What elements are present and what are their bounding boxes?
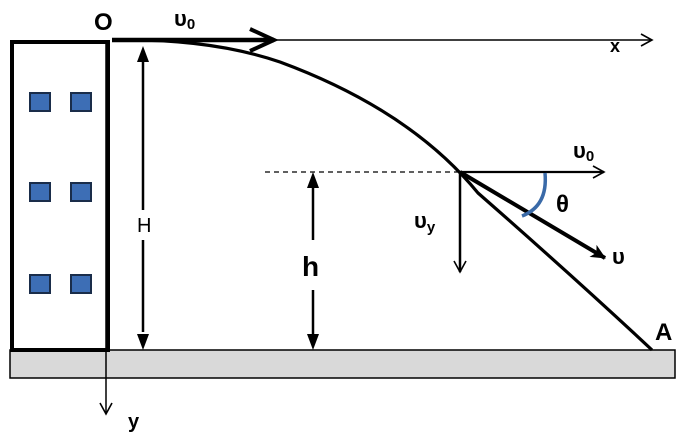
window [70,274,92,294]
window [29,274,51,294]
origin-label: O [94,9,113,36]
initial-velocity-label: υ0 [174,6,195,33]
ground [9,349,676,379]
total-height-label: H [137,215,151,237]
horizontal-velocity-label: υ0 [573,138,594,165]
height-label: h [302,251,319,282]
resultant-velocity-label: υ [612,244,625,269]
landing-point-label: A [655,319,672,346]
x-axis-label: x [610,36,620,56]
height-arrowhead-top [307,172,319,188]
total-height-arrowhead-bottom [137,334,149,350]
window [29,182,51,202]
window [29,92,51,112]
y-axis-label: y [128,411,140,432]
trajectory [111,38,654,352]
angle-label: θ [556,191,569,218]
vertical-velocity-label: υy [414,208,436,236]
angle-arc [521,172,548,218]
building [10,40,110,352]
window [70,92,92,112]
window [70,182,92,202]
total-height-arrowhead-top [137,46,149,62]
resultant-velocity-arrow [458,170,607,260]
building-windows [29,92,92,294]
height-arrowhead-bottom [307,334,319,350]
